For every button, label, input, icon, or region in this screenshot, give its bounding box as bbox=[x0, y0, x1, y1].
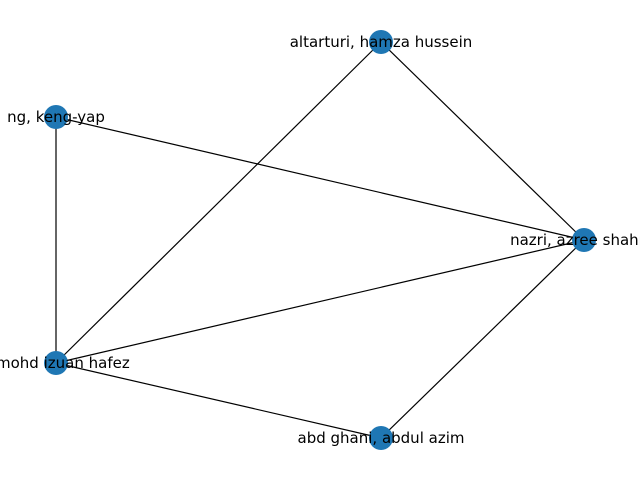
graph-node bbox=[44, 105, 68, 129]
node-label: altarturi, hamza hussein bbox=[290, 33, 473, 51]
graph-edge bbox=[380, 239, 585, 439]
graph-node bbox=[369, 426, 393, 450]
graph-edge bbox=[55, 116, 585, 241]
graph-edge bbox=[55, 41, 382, 364]
node-label: l, mohd izuan hafez bbox=[0, 354, 130, 372]
graph-node bbox=[369, 30, 393, 54]
graph-node bbox=[44, 351, 68, 375]
graph-node bbox=[572, 228, 596, 252]
node-layer bbox=[44, 30, 596, 450]
edge-layer bbox=[55, 41, 585, 439]
graph-edge bbox=[55, 362, 382, 439]
node-label: abd ghani, abdul azim bbox=[298, 429, 465, 447]
label-layer: altarturi, hamza hussein ng, keng-yap nazr… bbox=[0, 33, 640, 447]
graph-edge bbox=[380, 41, 585, 241]
node-label: ng, keng-yap bbox=[7, 108, 105, 126]
node-label: nazri, azree shahrel bbox=[510, 231, 640, 249]
graph-edge bbox=[55, 239, 585, 364]
